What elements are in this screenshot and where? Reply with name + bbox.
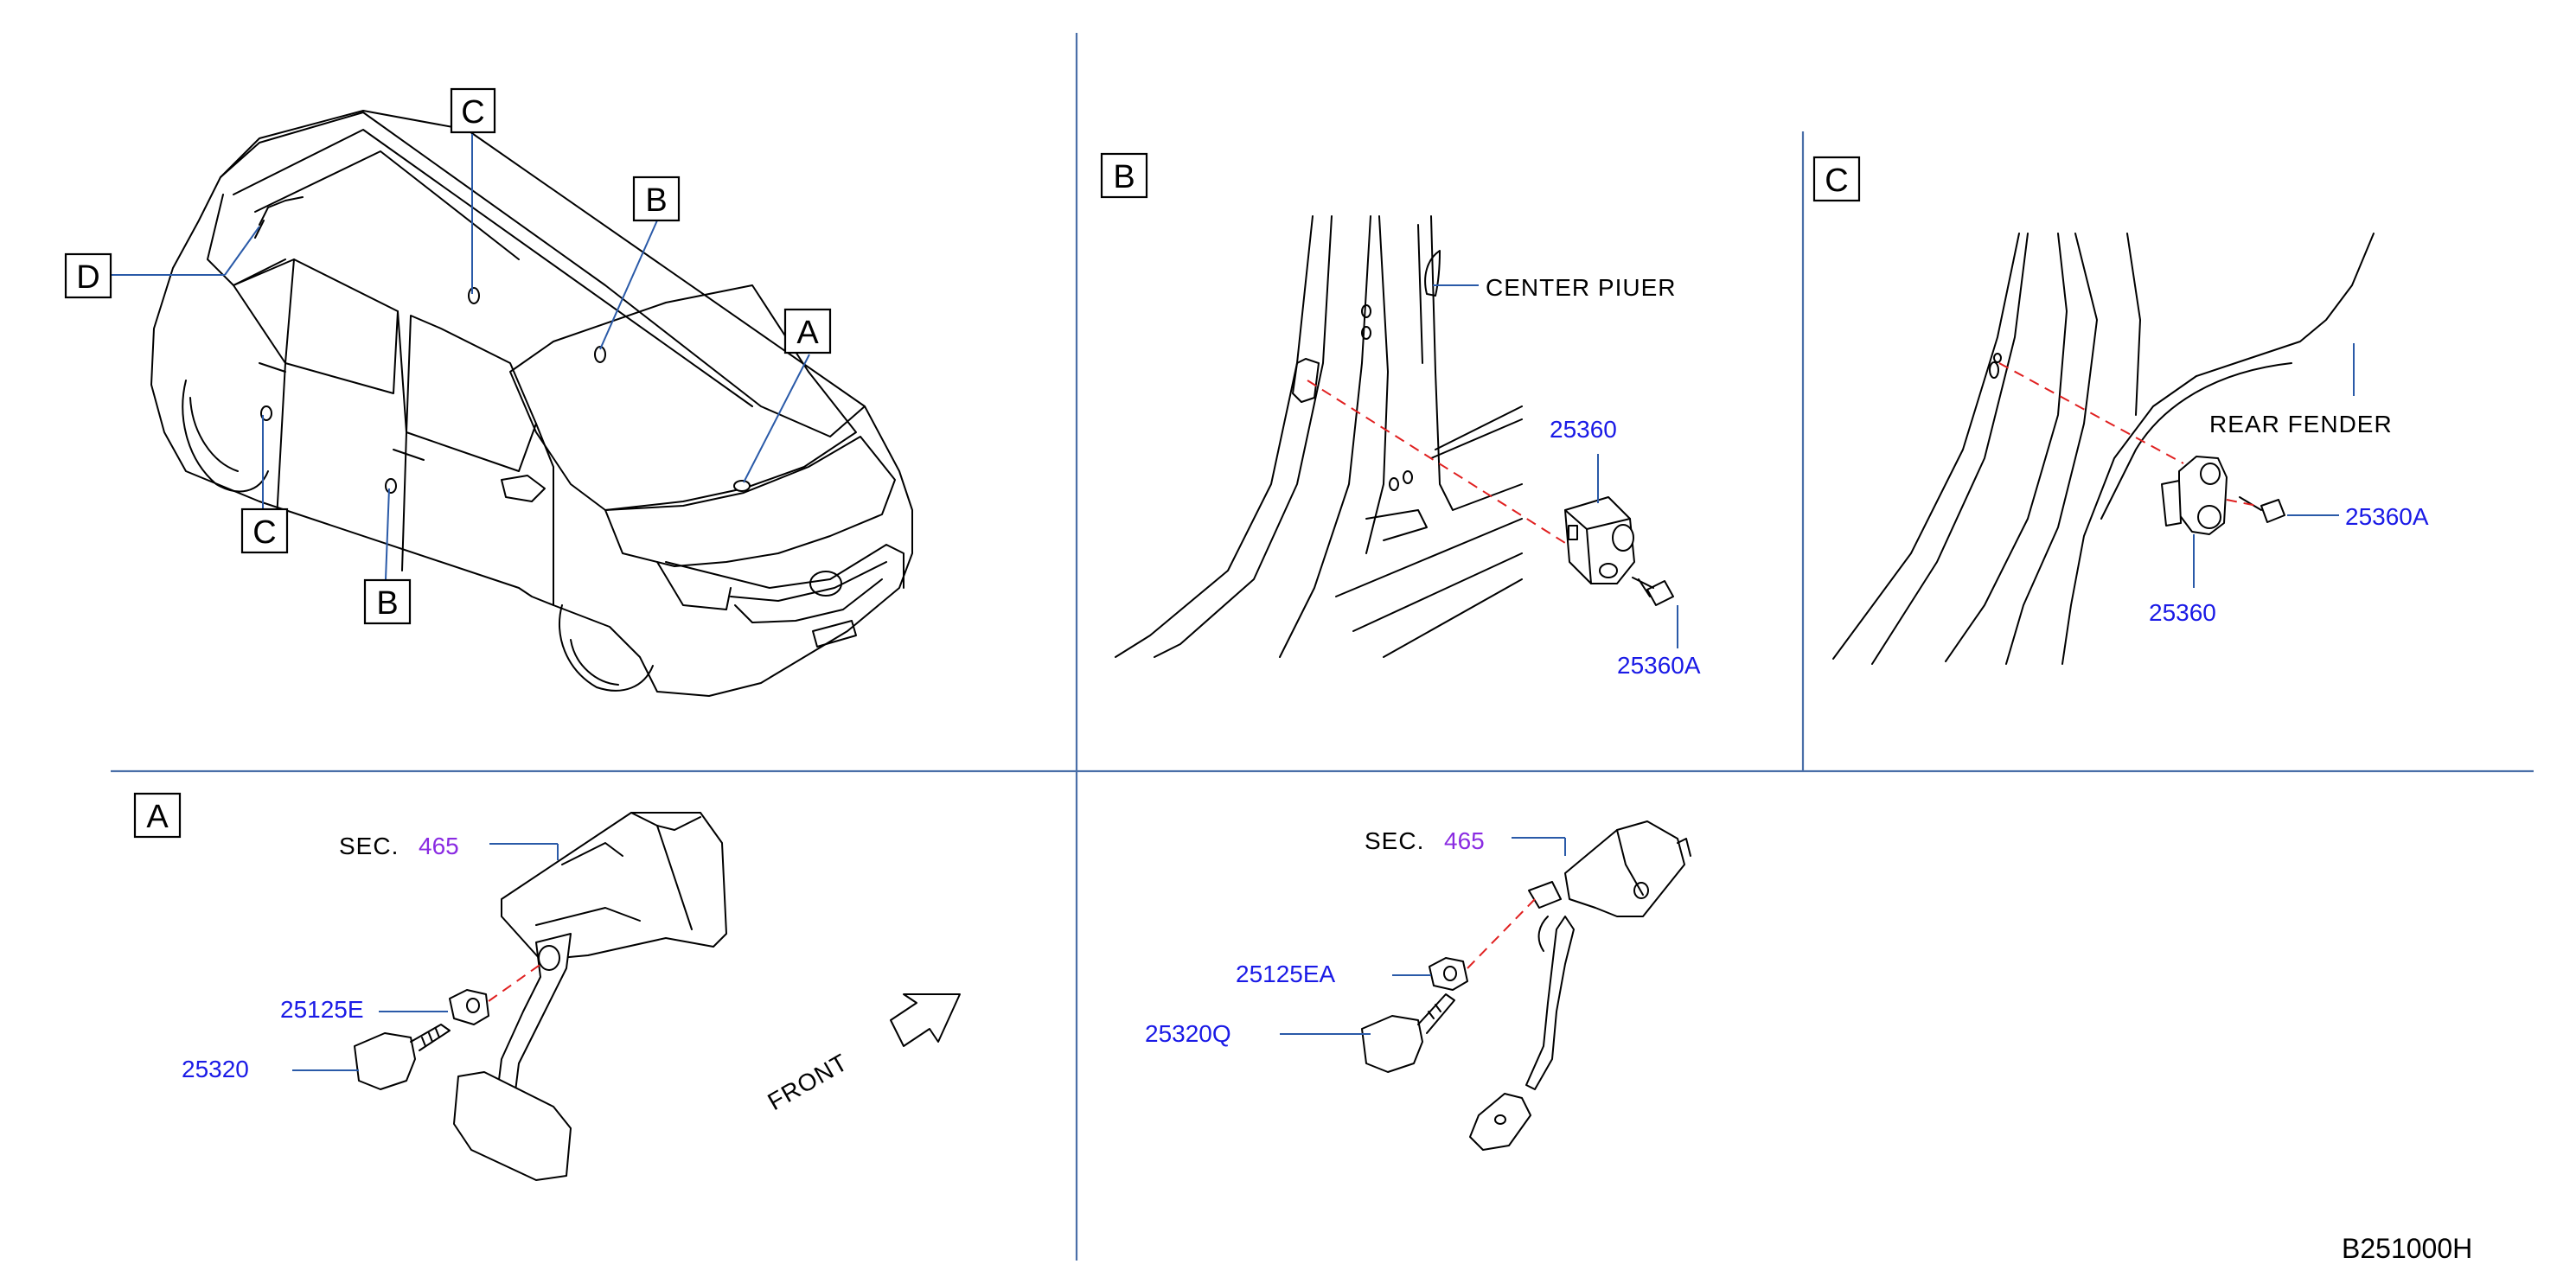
front-arrow-icon: [890, 993, 961, 1047]
svg-text:REAR FENDER: REAR FENDER: [2209, 411, 2393, 437]
panel-a: A SEC. 465 25125E 25320: [133, 792, 727, 1181]
svg-text:A: A: [146, 799, 169, 835]
svg-text:25125EA: 25125EA: [1236, 961, 1336, 987]
svg-text:25360: 25360: [2149, 599, 2216, 626]
svg-text:25360A: 25360A: [2345, 503, 2429, 530]
vehicle-overview-drawing: [150, 110, 913, 697]
panel-dividers: [111, 33, 2534, 1261]
svg-text:B: B: [645, 182, 667, 219]
panel-b: B CENTER: [1100, 152, 1701, 679]
callout-b-side: B: [363, 578, 412, 625]
drawing-code: B251000H: [2342, 1233, 2472, 1264]
svg-text:25320: 25320: [182, 1056, 249, 1082]
callout-b-roof: B: [632, 176, 681, 222]
svg-text:SEC.: SEC.: [339, 833, 399, 859]
svg-text:B: B: [1113, 159, 1135, 195]
svg-text:SEC.: SEC.: [1365, 827, 1424, 854]
svg-text:C: C: [1825, 163, 1848, 199]
svg-text:25125E: 25125E: [280, 996, 364, 1023]
svg-text:B: B: [376, 585, 398, 622]
panel-a-automatic: SEC. 465 25125EA 25320Q: [1145, 820, 1691, 1151]
svg-text:A: A: [796, 315, 819, 351]
svg-text:D: D: [76, 259, 99, 296]
svg-text:25360A: 25360A: [1617, 652, 1701, 679]
svg-text:25360: 25360: [1550, 416, 1617, 443]
svg-text:C: C: [252, 514, 276, 551]
callout-d: D: [64, 252, 112, 299]
callout-a-hood: A: [783, 308, 832, 354]
svg-text:465: 465: [1444, 827, 1485, 854]
callout-c-rear: C: [240, 507, 289, 554]
svg-text:465: 465: [419, 833, 459, 859]
svg-text:C: C: [461, 94, 484, 131]
front-direction-indicator: FRONT: [764, 993, 961, 1116]
callout-c-top: C: [450, 87, 496, 134]
overview-leaders: [111, 134, 810, 580]
svg-text:25320Q: 25320Q: [1145, 1020, 1231, 1047]
panel-c: C REAR FENDER 25360A 25360: [1812, 156, 2429, 665]
svg-text:CENTER PIUER: CENTER PIUER: [1486, 274, 1676, 301]
svg-text:FRONT: FRONT: [764, 1049, 853, 1116]
